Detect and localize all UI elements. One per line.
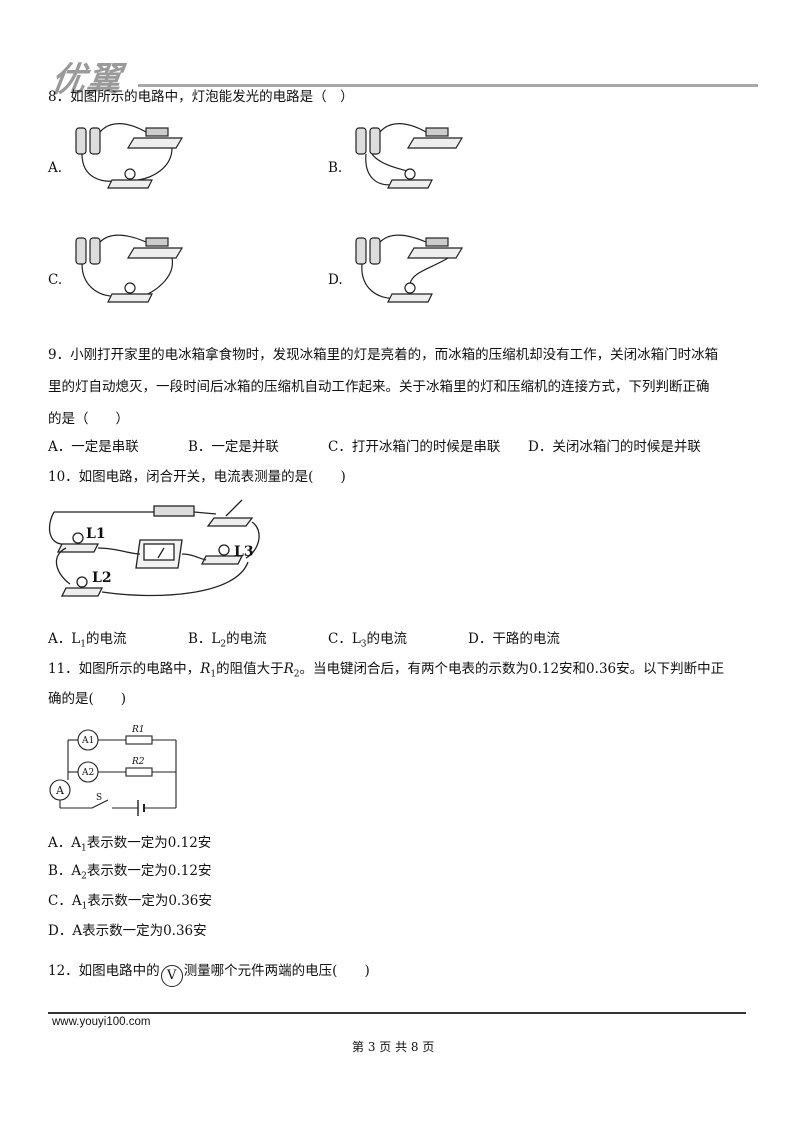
q9-line-3: 的是（ ） — [48, 411, 129, 427]
q11-option-b: B．A2表示数一定为0.12安 — [48, 863, 212, 882]
q8-figure-a — [75, 123, 184, 189]
q11-label-a1: A1 — [81, 736, 94, 746]
q8-figure-c — [75, 234, 184, 303]
footer-url[interactable]: www.youyi100.com — [52, 1016, 151, 1028]
q8-figure-d — [355, 234, 464, 303]
footer-rule — [48, 1012, 746, 1014]
q9-option-d: D．关闭冰箱门的时候是并联 — [528, 439, 701, 455]
q8-figure-b — [355, 123, 464, 189]
q11-label-r2: R2 — [131, 757, 145, 767]
q11-label-r1: R1 — [131, 725, 145, 735]
q9-line-2: 里的灯自动熄灭，一段时间后冰箱的压缩机自动工作起来。关于冰箱里的灯和压缩机的连接… — [48, 379, 710, 395]
q10-label-l3: L3 — [234, 544, 254, 560]
q8-option-c-label: C. — [48, 272, 63, 288]
header-rule — [138, 84, 758, 87]
q11-option-d: D．A表示数一定为0.36安 — [48, 923, 207, 939]
q10-option-a: A．L1的电流 — [48, 631, 127, 650]
q8-option-b-label: B. — [328, 160, 343, 176]
q11-label-a: A — [55, 784, 65, 797]
q9-line-1: 9．小刚打开家里的电冰箱拿食物时，发现冰箱里的灯是亮着的，而冰箱的压缩机却没有工… — [48, 347, 719, 363]
q9-option-c: C．打开冰箱门的时候是串联 — [328, 439, 501, 455]
q10-option-d: D．干路的电流 — [468, 631, 560, 647]
q11-line-2: 确的是( ) — [48, 691, 127, 707]
q11-figure: A1 A2 A R1 R2 S — [49, 725, 177, 816]
q10-figure: L1 L3 L2 — [48, 499, 260, 597]
q11-label-a2: A2 — [81, 768, 94, 778]
voltmeter-icon: V — [160, 965, 183, 987]
q11-label-s: S — [96, 793, 102, 803]
q8-option-d-label: D. — [328, 272, 343, 288]
q11-option-a: A．A1表示数一定为0.12安 — [48, 835, 212, 854]
q10-label-l2: L2 — [92, 570, 112, 586]
q9-option-b: B．一定是并联 — [188, 439, 279, 455]
q8-stem: 8．如图所示的电路中，灯泡能发光的电路是（ ） — [48, 89, 354, 105]
q10-option-c: C．L3的电流 — [328, 631, 408, 650]
q9-option-a: A．一定是串联 — [48, 439, 139, 455]
q10-option-b: B．L2的电流 — [188, 631, 267, 650]
page-number: 第 3 页 共 8 页 — [352, 1040, 435, 1054]
q11-option-c: C．A1表示数一定为0.36安 — [48, 893, 212, 912]
q8-option-a-label: A. — [48, 160, 63, 176]
q10-label-l1: L1 — [86, 526, 106, 542]
q11-line-1: 11．如图所示的电路中，R1的阻值大于R2。当电键闭合后，有两个电表的示数为0.… — [48, 661, 725, 680]
q10-stem: 10．如图电路，闭合开关，电流表测量的是( ) — [48, 469, 346, 485]
